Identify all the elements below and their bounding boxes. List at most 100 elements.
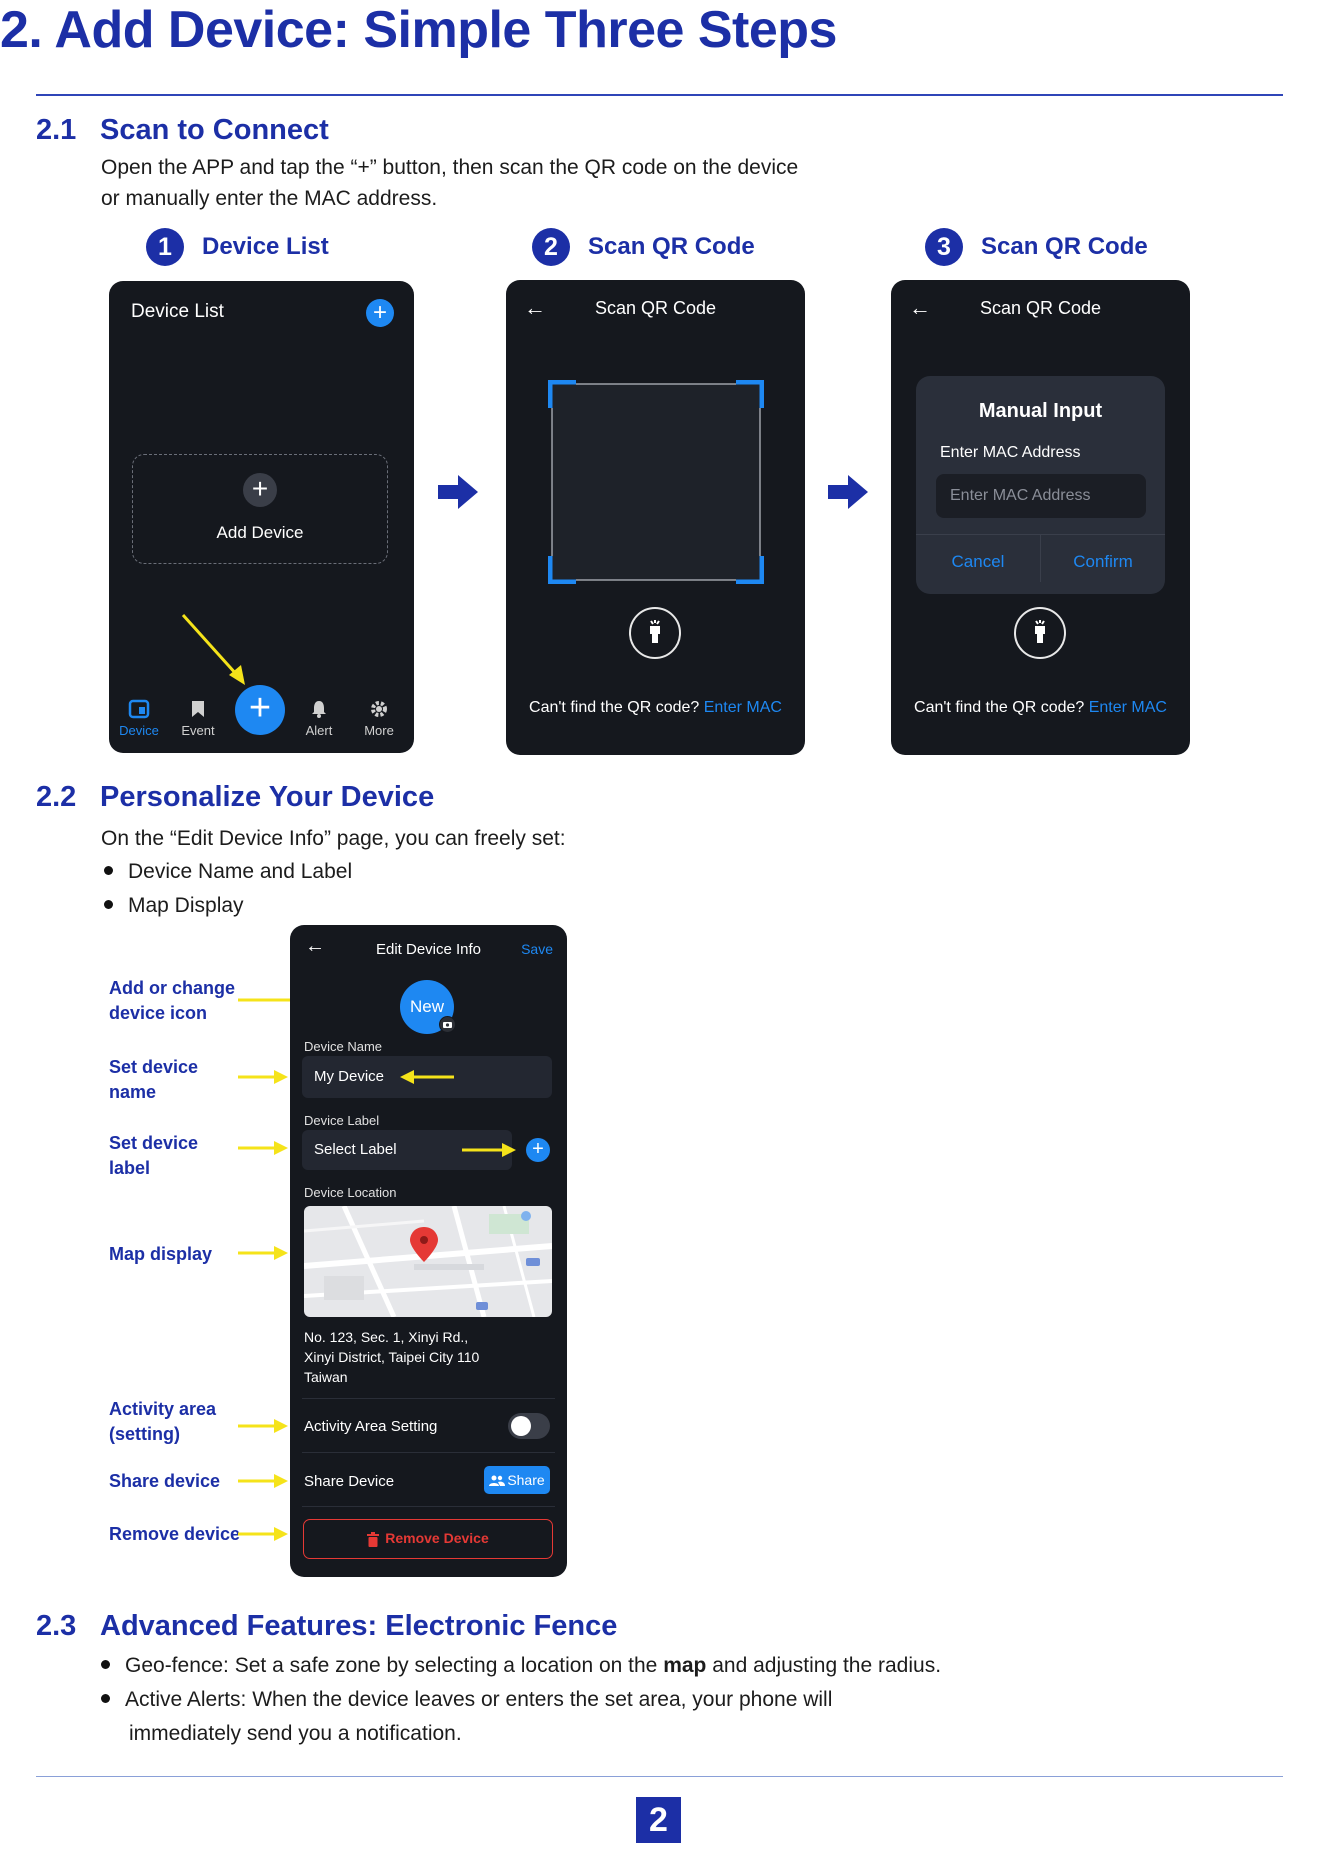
yellow-arrow-icon bbox=[238, 1474, 288, 1488]
bullet-item: Map Display bbox=[104, 890, 244, 922]
note-line: device icon bbox=[109, 1003, 208, 1023]
share-button[interactable]: Share bbox=[484, 1466, 550, 1494]
add-button-small[interactable]: + bbox=[366, 299, 394, 327]
nav-label: More bbox=[364, 723, 394, 738]
address-line: Xinyi District, Taipei City 110 bbox=[304, 1349, 480, 1365]
note-line: label bbox=[109, 1158, 151, 1178]
bullet-text: Map Display bbox=[128, 894, 244, 917]
arrow-right-icon bbox=[438, 475, 478, 509]
device-location-label: Device Location bbox=[304, 1185, 397, 1200]
section-text-scan: Open the APP and tap the “+” button, the… bbox=[101, 152, 798, 214]
note-line: name bbox=[109, 1082, 157, 1102]
section-heading-personalize: 2.2 Personalize Your Device bbox=[36, 781, 434, 814]
qr-scan-frame bbox=[548, 380, 764, 584]
note-line: (setting) bbox=[109, 1424, 180, 1444]
add-device-card[interactable]: + Add Device bbox=[132, 454, 388, 564]
text-line: or manually enter the MAC address. bbox=[101, 187, 438, 210]
confirm-button[interactable]: Confirm bbox=[1073, 552, 1133, 571]
yellow-arrow-icon bbox=[238, 1141, 288, 1155]
bullet-text: Active Alerts: When the device leaves or… bbox=[125, 1688, 833, 1711]
enter-mac-link[interactable]: Enter MAC bbox=[703, 699, 782, 716]
yellow-arrow-icon bbox=[462, 1143, 516, 1157]
back-arrow-icon[interactable]: ← bbox=[524, 295, 546, 320]
back-arrow-icon[interactable]: ← bbox=[909, 295, 931, 320]
screen-title: Scan QR Code bbox=[594, 298, 717, 318]
enter-mac-link[interactable]: Enter MAC bbox=[1088, 699, 1167, 716]
yellow-arrow-icon bbox=[238, 1246, 288, 1260]
add-device-fab[interactable]: + bbox=[235, 685, 285, 735]
screen-title: Device List bbox=[131, 301, 224, 322]
section-number: 2.2 bbox=[36, 781, 77, 813]
mac-address-input[interactable]: Enter MAC Address bbox=[936, 474, 1146, 518]
trash-icon bbox=[367, 1531, 380, 1547]
address-line: No. 123, Sec. 1, Xinyi Rd., bbox=[304, 1329, 469, 1345]
note-share-device: Share device bbox=[109, 1471, 221, 1491]
manual-input-dialog: Manual Input Enter MAC Address Enter MAC… bbox=[916, 376, 1165, 594]
nav-item-event[interactable]: Event bbox=[173, 699, 223, 738]
note-activity-area: Activity area (setting) bbox=[109, 1397, 216, 1447]
nav-item-more[interactable]: More bbox=[354, 699, 404, 738]
step-label-text: Scan QR Code bbox=[588, 233, 755, 260]
phone-edit-device-info: ← Edit Device Info Save New Device Name … bbox=[290, 925, 567, 1577]
step-label-text: Device List bbox=[202, 233, 329, 260]
bell-icon bbox=[312, 701, 326, 718]
screen-title: Scan QR Code bbox=[979, 298, 1102, 318]
bullet-text: and adjusting the radius. bbox=[706, 1654, 942, 1677]
note-remove-device: Remove device bbox=[109, 1524, 241, 1544]
back-arrow-icon[interactable]: ← bbox=[305, 935, 325, 957]
hint-text: Can't find the QR code? bbox=[529, 699, 700, 716]
section-title: Personalize Your Device bbox=[100, 781, 435, 813]
toggle-knob bbox=[511, 1416, 531, 1436]
section-number: 2.1 bbox=[36, 114, 77, 146]
nav-label: Device bbox=[119, 723, 159, 738]
bullet-text: Device Name and Label bbox=[128, 860, 353, 883]
yellow-arrow-icon bbox=[400, 1070, 454, 1084]
remove-device-label: Remove Device bbox=[385, 1530, 489, 1546]
save-button[interactable]: Save bbox=[521, 941, 553, 957]
dialog-title: Manual Input bbox=[978, 400, 1103, 422]
flashlight-button[interactable] bbox=[629, 607, 681, 659]
camera-icon[interactable] bbox=[439, 1016, 456, 1033]
step-number-badge: 3 bbox=[925, 228, 963, 266]
section-number: 2.3 bbox=[36, 1610, 77, 1642]
page-number: 2 bbox=[636, 1797, 681, 1843]
page-title: 2. Add Device: Simple Three Steps bbox=[0, 1, 837, 59]
activity-area-label: Activity Area Setting bbox=[304, 1418, 438, 1435]
nav-item-device[interactable]: Device bbox=[114, 699, 164, 738]
yellow-arrow-icon bbox=[238, 1070, 288, 1084]
bullet-continuation: immediately send you a notification. bbox=[129, 1722, 462, 1745]
note-line: Set device bbox=[109, 1057, 199, 1077]
device-label-label: Device Label bbox=[304, 1113, 380, 1128]
map-view[interactable] bbox=[304, 1206, 552, 1317]
flashlight-icon bbox=[1035, 620, 1045, 643]
add-label-button[interactable]: + bbox=[526, 1138, 550, 1162]
nav-label: Event bbox=[181, 723, 215, 738]
nav-item-alert[interactable]: Alert bbox=[294, 699, 344, 738]
activity-area-toggle[interactable] bbox=[508, 1413, 550, 1439]
bullet-item: Active Alerts: When the device leaves or… bbox=[101, 1684, 832, 1716]
enter-mac-hint: Can't find the QR code? Enter MAC bbox=[506, 699, 805, 717]
note-line: Activity area bbox=[109, 1399, 217, 1419]
divider bbox=[302, 1506, 555, 1507]
section-intro: On the “Edit Device Info” page, you can … bbox=[101, 827, 566, 850]
phone-scan-qr: ← Scan QR Code Can't find the QR code? E… bbox=[506, 280, 805, 755]
hint-text: Can't find the QR code? bbox=[914, 699, 1085, 716]
flashlight-button[interactable] bbox=[1014, 607, 1066, 659]
add-device-label: Add Device bbox=[216, 523, 304, 542]
arrow-right-icon bbox=[828, 475, 868, 509]
phone-manual-input: ← Scan QR Code Manual Input Enter MAC Ad… bbox=[891, 280, 1190, 755]
plus-icon: + bbox=[243, 473, 277, 507]
title-rule bbox=[36, 94, 1283, 96]
bullet-dot bbox=[101, 1659, 110, 1669]
remove-device-button[interactable]: Remove Device bbox=[303, 1519, 553, 1559]
bullet-dot bbox=[104, 899, 113, 909]
gear-icon bbox=[371, 701, 387, 717]
device-icon bbox=[128, 699, 150, 719]
cancel-button[interactable]: Cancel bbox=[951, 552, 1005, 571]
phone-device-list: Device List + + Add Device Device Event … bbox=[109, 281, 414, 753]
field-label: Enter MAC Address bbox=[940, 444, 1081, 461]
